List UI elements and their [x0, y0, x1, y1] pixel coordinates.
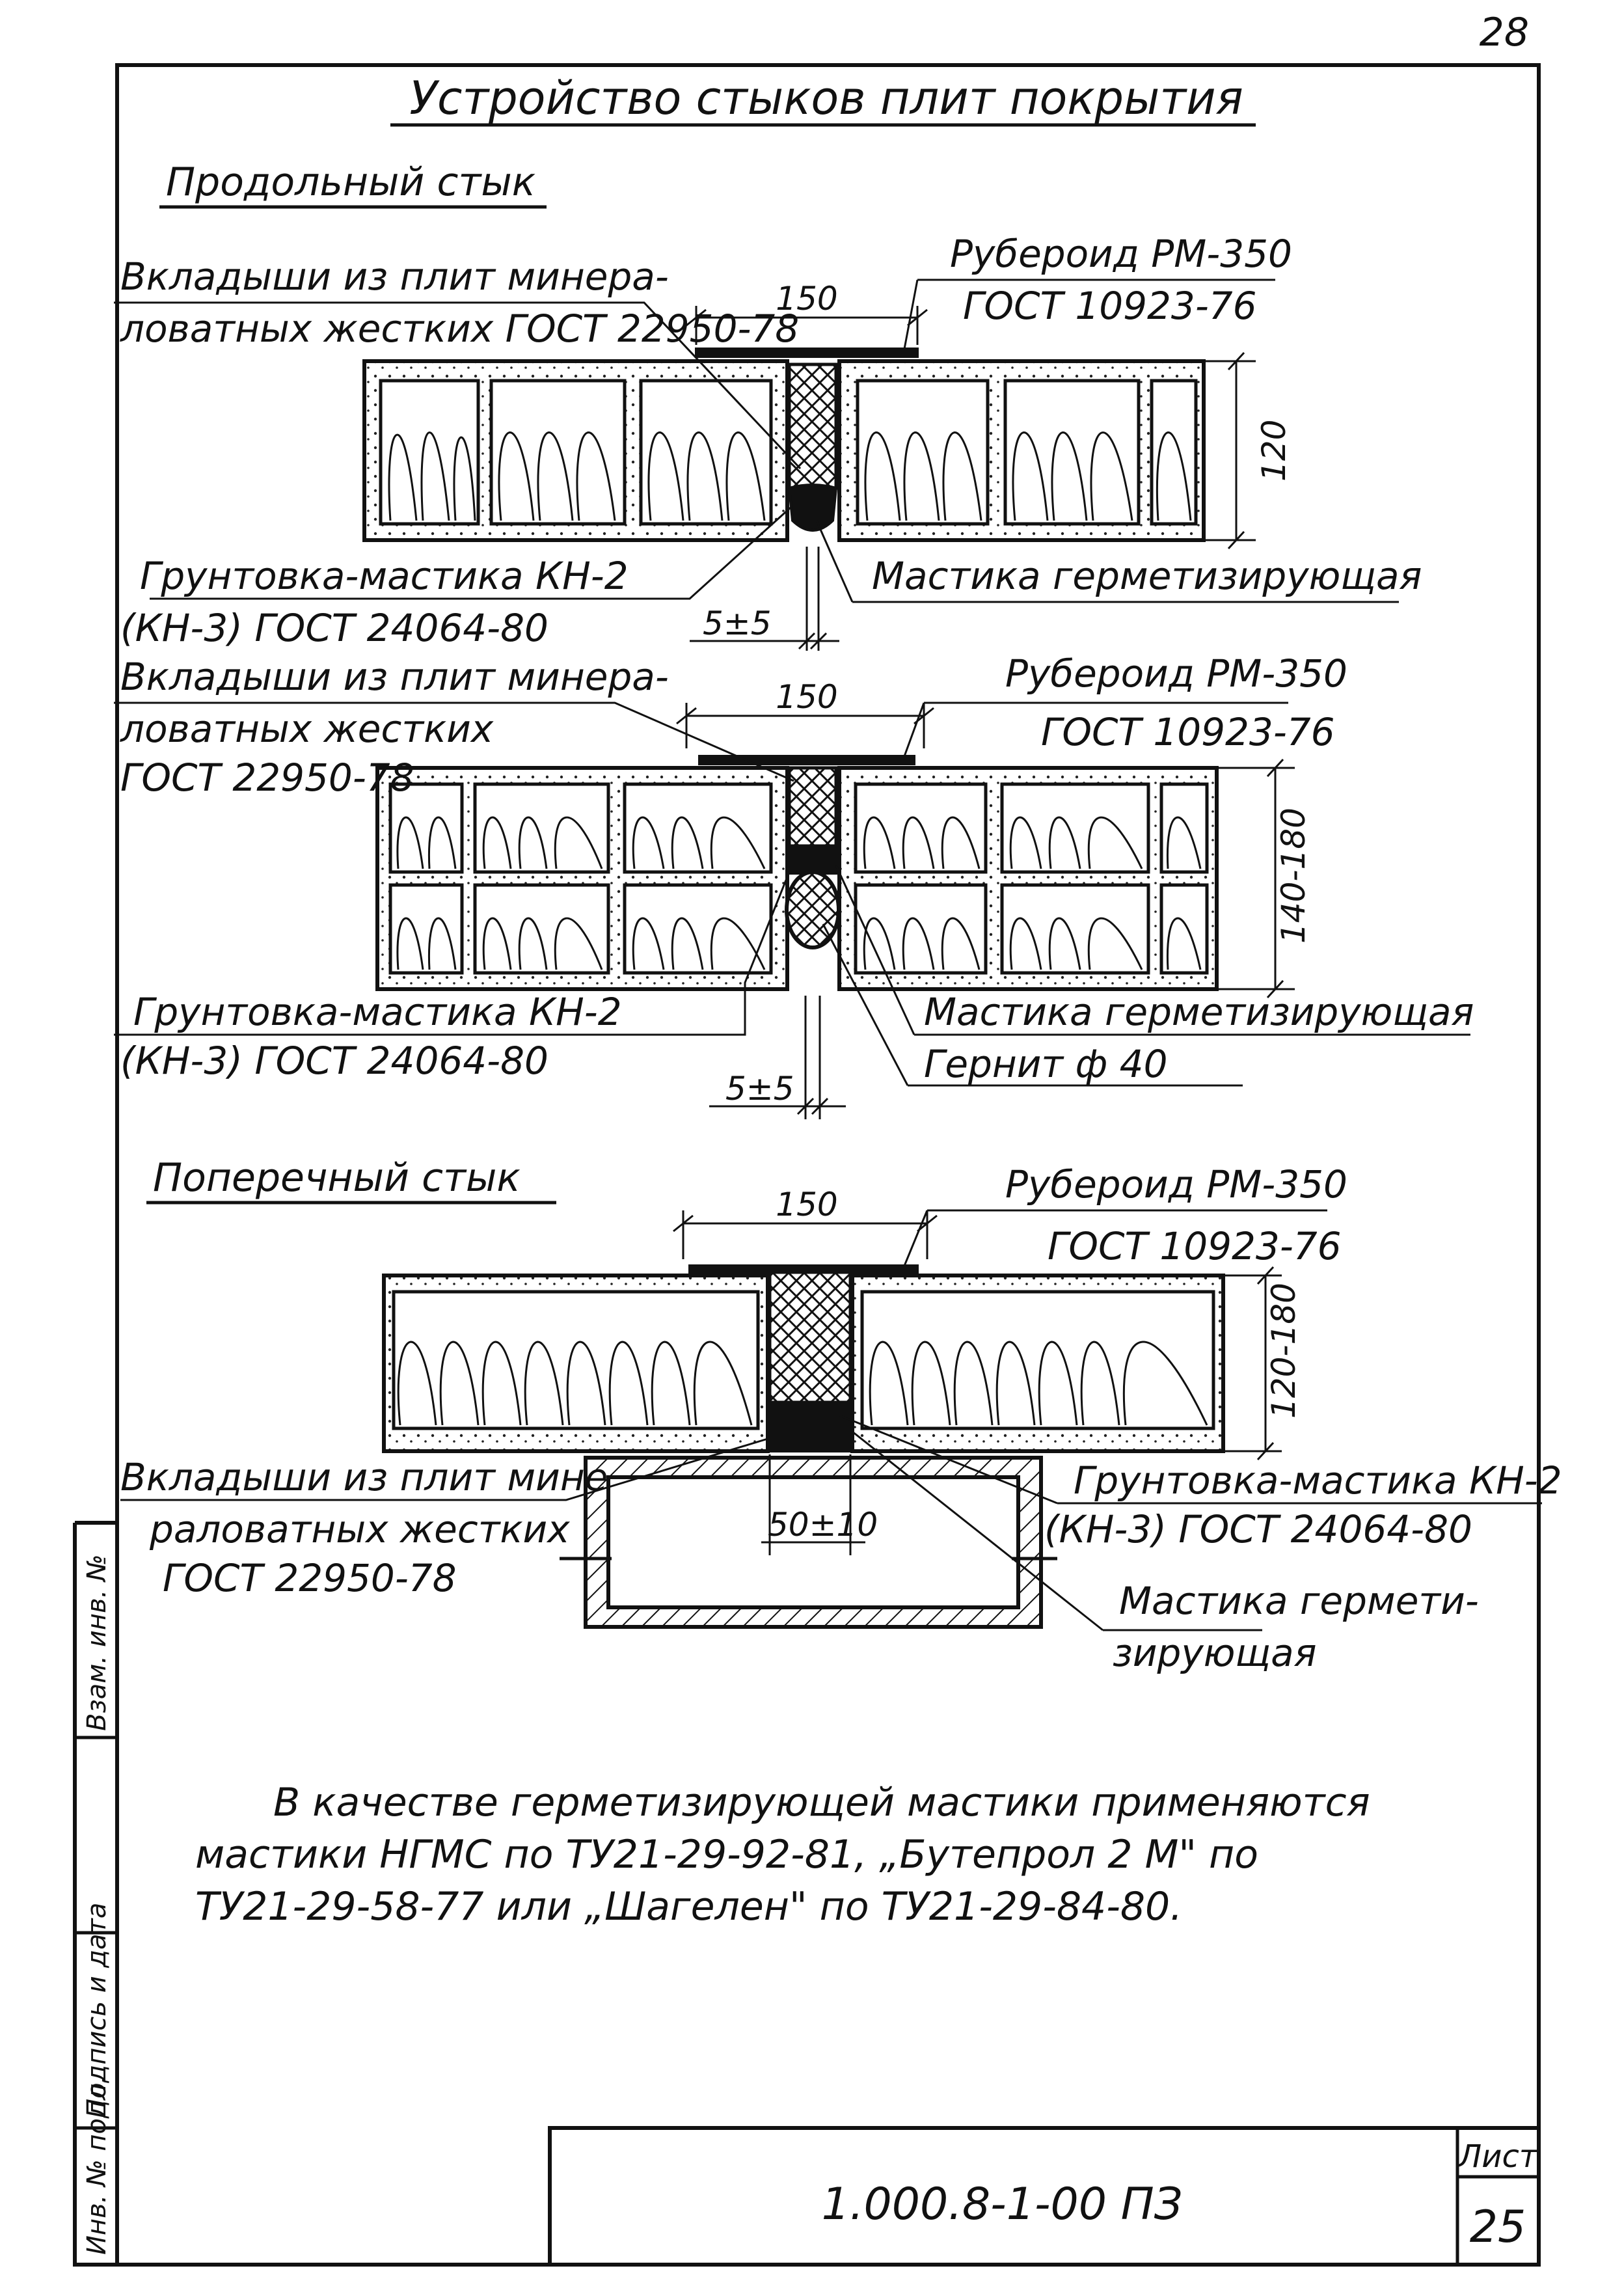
mineral-wool-insert-2: [787, 766, 838, 848]
j3-insert-label-1: Вкладыши из плит мине: [120, 1455, 608, 1499]
sheet-label: Лист: [1457, 2138, 1539, 2175]
j2-roofing-1: Рубероид РМ-350: [1005, 651, 1347, 696]
dim-width-1: 150: [776, 280, 837, 318]
dim-gap-3: 50±10: [768, 1506, 878, 1544]
sheet-number: 25: [1470, 2201, 1526, 2253]
j1-insert-label-1: Вкладыши из плит минера-: [120, 254, 669, 299]
doc-code: 1.000.8-1-00 ПЗ: [822, 2179, 1183, 2230]
j2-insert-label-1: Вкладыши из плит минера-: [120, 655, 669, 699]
gernit-cord: [785, 870, 841, 949]
j2-sealant: Мастика герметизирующая: [924, 990, 1474, 1034]
section-longitudinal: Продольный стык: [166, 159, 535, 205]
j3-sealant-2: зирующая: [1113, 1631, 1317, 1675]
dim-height-1: 120: [1255, 420, 1293, 482]
general-note: В качестве герметизирующей мастики приме…: [195, 1780, 1370, 1929]
insulation-cells-2: [388, 782, 1209, 975]
steel-beam: [560, 1456, 1057, 1629]
j1-roofing-1: Рубероид РМ-350: [950, 232, 1292, 276]
note-line-1: В качестве герметизирующей мастики приме…: [273, 1780, 1370, 1825]
note-line-3: ТУ21-29-58-77 или „Шагелен" по ТУ21-29-8…: [195, 1884, 1182, 1929]
dim-height-2: 140-180: [1275, 808, 1312, 944]
joint-3-transverse: 150 120-180 50±10 Рубероид РМ-350 ГОСТ 1…: [120, 1162, 1562, 1675]
j3-insert-label-2: раловатных жестких: [149, 1507, 570, 1551]
mineral-wool-insert-3: [768, 1270, 852, 1404]
j2-primer-2: (КН-3) ГОСТ 24064-80: [120, 1039, 548, 1083]
j1-roofing-2: ГОСТ 10923-76: [963, 284, 1257, 328]
j3-sealant-1: Мастика гермети-: [1119, 1579, 1479, 1623]
mineral-wool-insert: [787, 362, 838, 490]
j2-insert-label-2: ловатных жестких: [120, 707, 494, 751]
sheet-frame: [73, 63, 1541, 2267]
j2-insert-label-3: ГОСТ 22950-78: [120, 756, 414, 800]
stamp-sign-date: Подпись и дата: [82, 1903, 112, 2118]
insulation-cells-3: [392, 1290, 1215, 1430]
j3-primer-2: (КН-3) ГОСТ 24064-80: [1044, 1507, 1472, 1551]
drawing-title: Устройство стыков плит покрытия: [409, 72, 1243, 125]
title-block: 1.000.8-1-00 ПЗ Лист 25: [822, 2138, 1539, 2253]
dim-width-3: 150: [776, 1186, 837, 1223]
dim-gap-1: 5±5: [703, 605, 772, 642]
stamp-replace-inv: Взам. инв. №: [82, 1554, 112, 1731]
j3-roofing-2: ГОСТ 10923-76: [1048, 1224, 1342, 1268]
section-transverse: Поперечный стык: [153, 1155, 521, 1201]
stamp-inv-orig: Инв. № подл.: [82, 2075, 112, 2255]
roofing-strip: [695, 348, 919, 358]
sealant-mastic-2: [788, 845, 837, 875]
dim-gap-2: 5±5: [725, 1070, 794, 1108]
joint-2-longitudinal: 150 140-180 5±5 Вкладыши из плит минера-…: [114, 651, 1474, 1119]
sealant-mastic: [787, 484, 838, 532]
note-line-2: мастики НГМС по ТУ21-29-92-81, „Бутепрол…: [195, 1832, 1258, 1877]
j3-insert-label-3: ГОСТ 22950-78: [163, 1556, 457, 1600]
j1-primer-1: Грунтовка-мастика КН-2: [140, 554, 629, 598]
roofing-strip-2: [698, 755, 915, 765]
page-number: 28: [1480, 10, 1529, 55]
j1-insert-label-2: ловатных жестких ГОСТ 22950-78: [120, 307, 799, 351]
joint-1-longitudinal: 150 120 5±5 Вкладыши из плит минера- лов…: [114, 232, 1422, 651]
j1-primer-2: (КН-3) ГОСТ 24064-80: [120, 606, 548, 650]
sealant-mastic-3: [768, 1401, 852, 1452]
j1-sealant: Мастика герметизирующая: [872, 554, 1422, 598]
insulation-cells: [379, 379, 1198, 526]
j3-roofing-1: Рубероид РМ-350: [1005, 1162, 1347, 1206]
dim-height-3: 120-180: [1265, 1283, 1303, 1419]
side-stamp: Инв. № подл. Подпись и дата Взам. инв. №: [82, 1554, 112, 2255]
j3-primer-1: Грунтовка-мастика КН-2: [1074, 1458, 1562, 1503]
j2-roofing-2: ГОСТ 10923-76: [1041, 710, 1335, 754]
j2-primer-1: Грунтовка-мастика КН-2: [133, 990, 622, 1034]
j2-gernit: Гернит ф 40: [924, 1042, 1167, 1086]
dim-width-2: 150: [776, 678, 837, 716]
